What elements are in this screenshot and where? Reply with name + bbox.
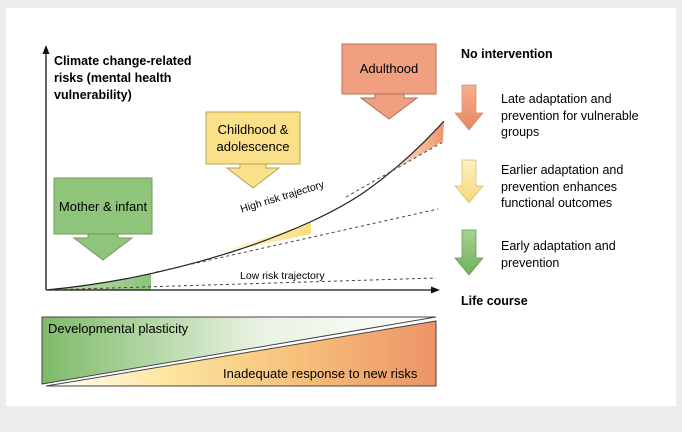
early-prevention-area	[46, 274, 151, 290]
adulthood-label: Adulthood	[359, 60, 419, 76]
adulthood-marker	[341, 43, 437, 120]
legend-yellow-arrow-icon	[454, 159, 484, 204]
childhood-marker	[205, 111, 301, 189]
low-risk-trajectory-label: Low risk trajectory	[240, 270, 325, 282]
high-risk-trajectory-line	[45, 120, 445, 291]
mother-infant-marker	[53, 177, 153, 261]
childhood-label: Childhood & adolescence	[216, 122, 290, 154]
inadequate-response-band	[45, 320, 437, 387]
earlier-prevention-area	[221, 222, 311, 253]
plasticity-label: Developmental plasticity	[48, 321, 189, 336]
mother-infant-label: Mother & infant	[58, 198, 148, 214]
x-axis-label: Life course	[461, 294, 528, 308]
y-axis-label: Climate change-related risks (mental hea…	[54, 54, 192, 102]
late-dashed-line	[345, 141, 444, 198]
diagram-graphics	[41, 43, 484, 387]
slide: Climate change-related risks (mental hea…	[6, 8, 676, 406]
legend-item-late: Late adaptation and prevention for vulne…	[501, 92, 639, 139]
legend-orange-arrow-icon	[454, 84, 484, 131]
axes	[42, 45, 440, 294]
legend-green-arrow-icon	[454, 229, 484, 276]
legend-item-early: Early adaptation and prevention	[501, 239, 616, 270]
legend-title: No intervention	[461, 47, 553, 61]
inadequate-response-label: Inadequate response to new risks	[223, 366, 418, 381]
developmental-plasticity-band	[41, 316, 437, 385]
legend-item-earlier: Earlier adaptation and prevention enhanc…	[501, 163, 624, 210]
low-risk-trajectory-line	[45, 277, 437, 291]
middle-dashed-line	[155, 208, 439, 273]
